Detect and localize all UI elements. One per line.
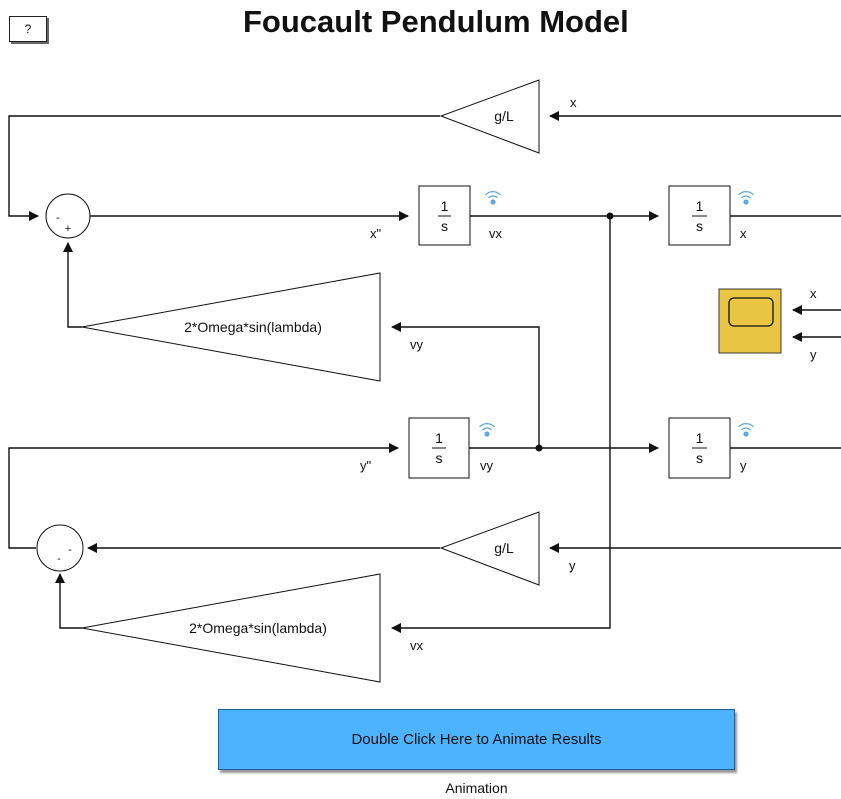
- gain-label: g/L: [494, 108, 514, 124]
- signal-label-y: y: [569, 558, 576, 573]
- sum-sign: -: [57, 553, 61, 565]
- wire-vx-branch: [391, 216, 611, 633]
- gain-block-coriolis-top[interactable]: 2*Omega*sin(lambda): [81, 272, 381, 382]
- branch-point-vy: [535, 444, 543, 452]
- animate-results-button[interactable]: Double Click Here to Animate Results: [218, 709, 735, 770]
- integrator-denominator: s: [696, 218, 703, 234]
- sum-sign: +: [65, 223, 71, 235]
- signal-label-x-accel: x": [370, 226, 382, 241]
- help-button[interactable]: ?: [9, 16, 47, 42]
- wire-bottom-coriolis-out: [55, 573, 82, 629]
- integrator-block-x[interactable]: 1 s: [668, 185, 731, 246]
- integrator-block-vy[interactable]: 1 s: [408, 417, 470, 479]
- integrator-numerator: 1: [441, 198, 449, 214]
- branch-point-vx: [606, 212, 614, 220]
- integrator-numerator: 1: [696, 198, 704, 214]
- signal-label-x: x: [740, 226, 747, 241]
- sum-sign: -: [56, 212, 60, 224]
- sum-sign: -: [68, 544, 72, 556]
- signal-label-vy: vy: [480, 458, 494, 473]
- sum-block-top[interactable]: - +: [45, 193, 91, 239]
- signal-label-y: y: [740, 458, 747, 473]
- integrator-numerator: 1: [696, 430, 704, 446]
- wire-vy-branch: [391, 322, 540, 448]
- wire-y-accel: [8, 443, 399, 549]
- scope-input-label: x: [810, 286, 817, 301]
- signal-label-vx: vx: [410, 638, 424, 653]
- integrator-numerator: 1: [435, 430, 443, 446]
- integrator-denominator: s: [696, 450, 703, 466]
- integrator-denominator: s: [436, 450, 443, 466]
- signal-logging-icon: [737, 190, 755, 206]
- signal-label-vx: vx: [489, 226, 503, 241]
- animation-block-caption: Animation: [445, 780, 508, 796]
- scope-block[interactable]: [718, 288, 782, 354]
- page-title: Foucault Pendulum Model: [243, 4, 629, 39]
- wire-top-gain-out: [8, 115, 440, 221]
- integrator-denominator: s: [441, 218, 448, 234]
- signal-label-y-accel: y": [360, 458, 372, 473]
- signal-logging-icon: [478, 422, 496, 438]
- signal-label-vy: vy: [410, 337, 424, 352]
- scope-input-label: y: [810, 347, 817, 362]
- gain-label: 2*Omega*sin(lambda): [189, 620, 327, 636]
- signal-logging-icon: [737, 422, 755, 438]
- gain-block-g-over-l-bottom[interactable]: g/L: [439, 511, 540, 586]
- integrator-block-y[interactable]: 1 s: [668, 417, 731, 479]
- gain-block-g-over-l-top[interactable]: g/L: [439, 79, 540, 154]
- signal-logging-icon: [484, 190, 502, 206]
- sum-block-bottom[interactable]: - -: [36, 524, 84, 572]
- signal-label-x: x: [570, 95, 577, 110]
- wire-top-coriolis-out: [63, 242, 82, 328]
- gain-label: 2*Omega*sin(lambda): [184, 319, 322, 335]
- integrator-block-vx[interactable]: 1 s: [418, 185, 471, 246]
- gain-label: g/L: [494, 540, 514, 556]
- gain-block-coriolis-bottom[interactable]: 2*Omega*sin(lambda): [81, 573, 381, 683]
